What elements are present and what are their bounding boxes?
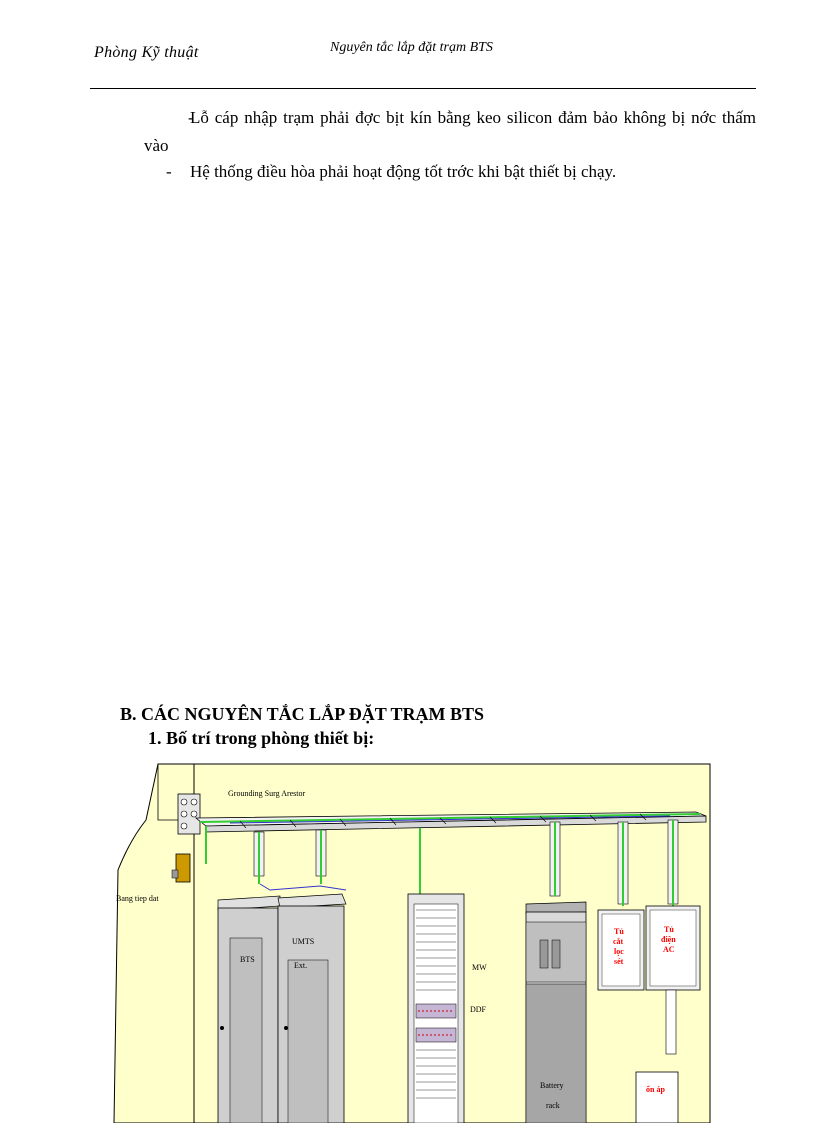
mw-label: MW (472, 963, 487, 972)
ac-label-1: Tủ (664, 925, 674, 934)
surge-label-4: sét (614, 957, 624, 966)
ac-label-2: điện (661, 935, 676, 944)
cable-ladder (194, 811, 707, 833)
battery-rack (525, 901, 587, 1123)
ac-label-3: AC (663, 945, 675, 954)
umts-label: UMTS (292, 937, 314, 946)
header-rule (90, 88, 756, 89)
grounding-arrester (177, 793, 201, 835)
ext-label: Ext. (294, 961, 307, 970)
grounding-label: Grounding Surg Arestor (228, 789, 306, 798)
header-department: Phòng Kỹ thuật (94, 44, 199, 61)
header-document-title: Nguyên tắc lắp đặt trạm BTS (330, 40, 493, 55)
bts-label: BTS (240, 955, 255, 964)
bus-bar-label: Bang tiep dat (116, 894, 159, 903)
bullet-text: Hệ thống điều hòa phải hoạt động tốt trớ… (190, 162, 617, 181)
umts-ext-cabinet (259, 883, 347, 1123)
side-wall (113, 763, 195, 1123)
surge-protection-cabinet (597, 909, 645, 991)
mw-ddf-rack (407, 893, 465, 1123)
surge-label-3: lọc (614, 947, 624, 956)
bullet-text: Lỗ cáp nhập trạm phải đợc bịt kín bằng k… (144, 108, 756, 155)
bullet-dash: - (166, 162, 172, 181)
bts-cabinet (217, 895, 281, 1123)
section-heading: B. CÁC NGUYÊN TẮC LẮP ĐẶT TRẠM BTS (120, 704, 485, 724)
stabilizer-label: ổn áp (646, 1085, 665, 1094)
surge-label-1: Tủ (614, 927, 624, 936)
battery-label-2: rack (546, 1101, 560, 1110)
bullet-item-2: -Hệ thống điều hòa phải hoạt động tốt tr… (166, 158, 756, 186)
battery-label-1: Battery (540, 1081, 564, 1090)
bullet-dash: - (188, 108, 194, 127)
ddf-label: DDF (470, 1005, 487, 1014)
earth-bus-bar (171, 853, 191, 883)
subsection-heading: 1. Bố trí trong phòng thiết bị: (148, 728, 375, 748)
surge-label-2: cắt (613, 937, 624, 946)
equipment-room-diagram: Grounding Surg Arestor Bang tiep (113, 763, 711, 1123)
cable-drops (205, 819, 679, 906)
bullet-item-1: -Lỗ cáp nhập trạm phải đợc bịt kín bằng … (144, 104, 756, 160)
ac-power-cabinet (645, 905, 701, 1055)
voltage-stabilizer (635, 1071, 679, 1123)
